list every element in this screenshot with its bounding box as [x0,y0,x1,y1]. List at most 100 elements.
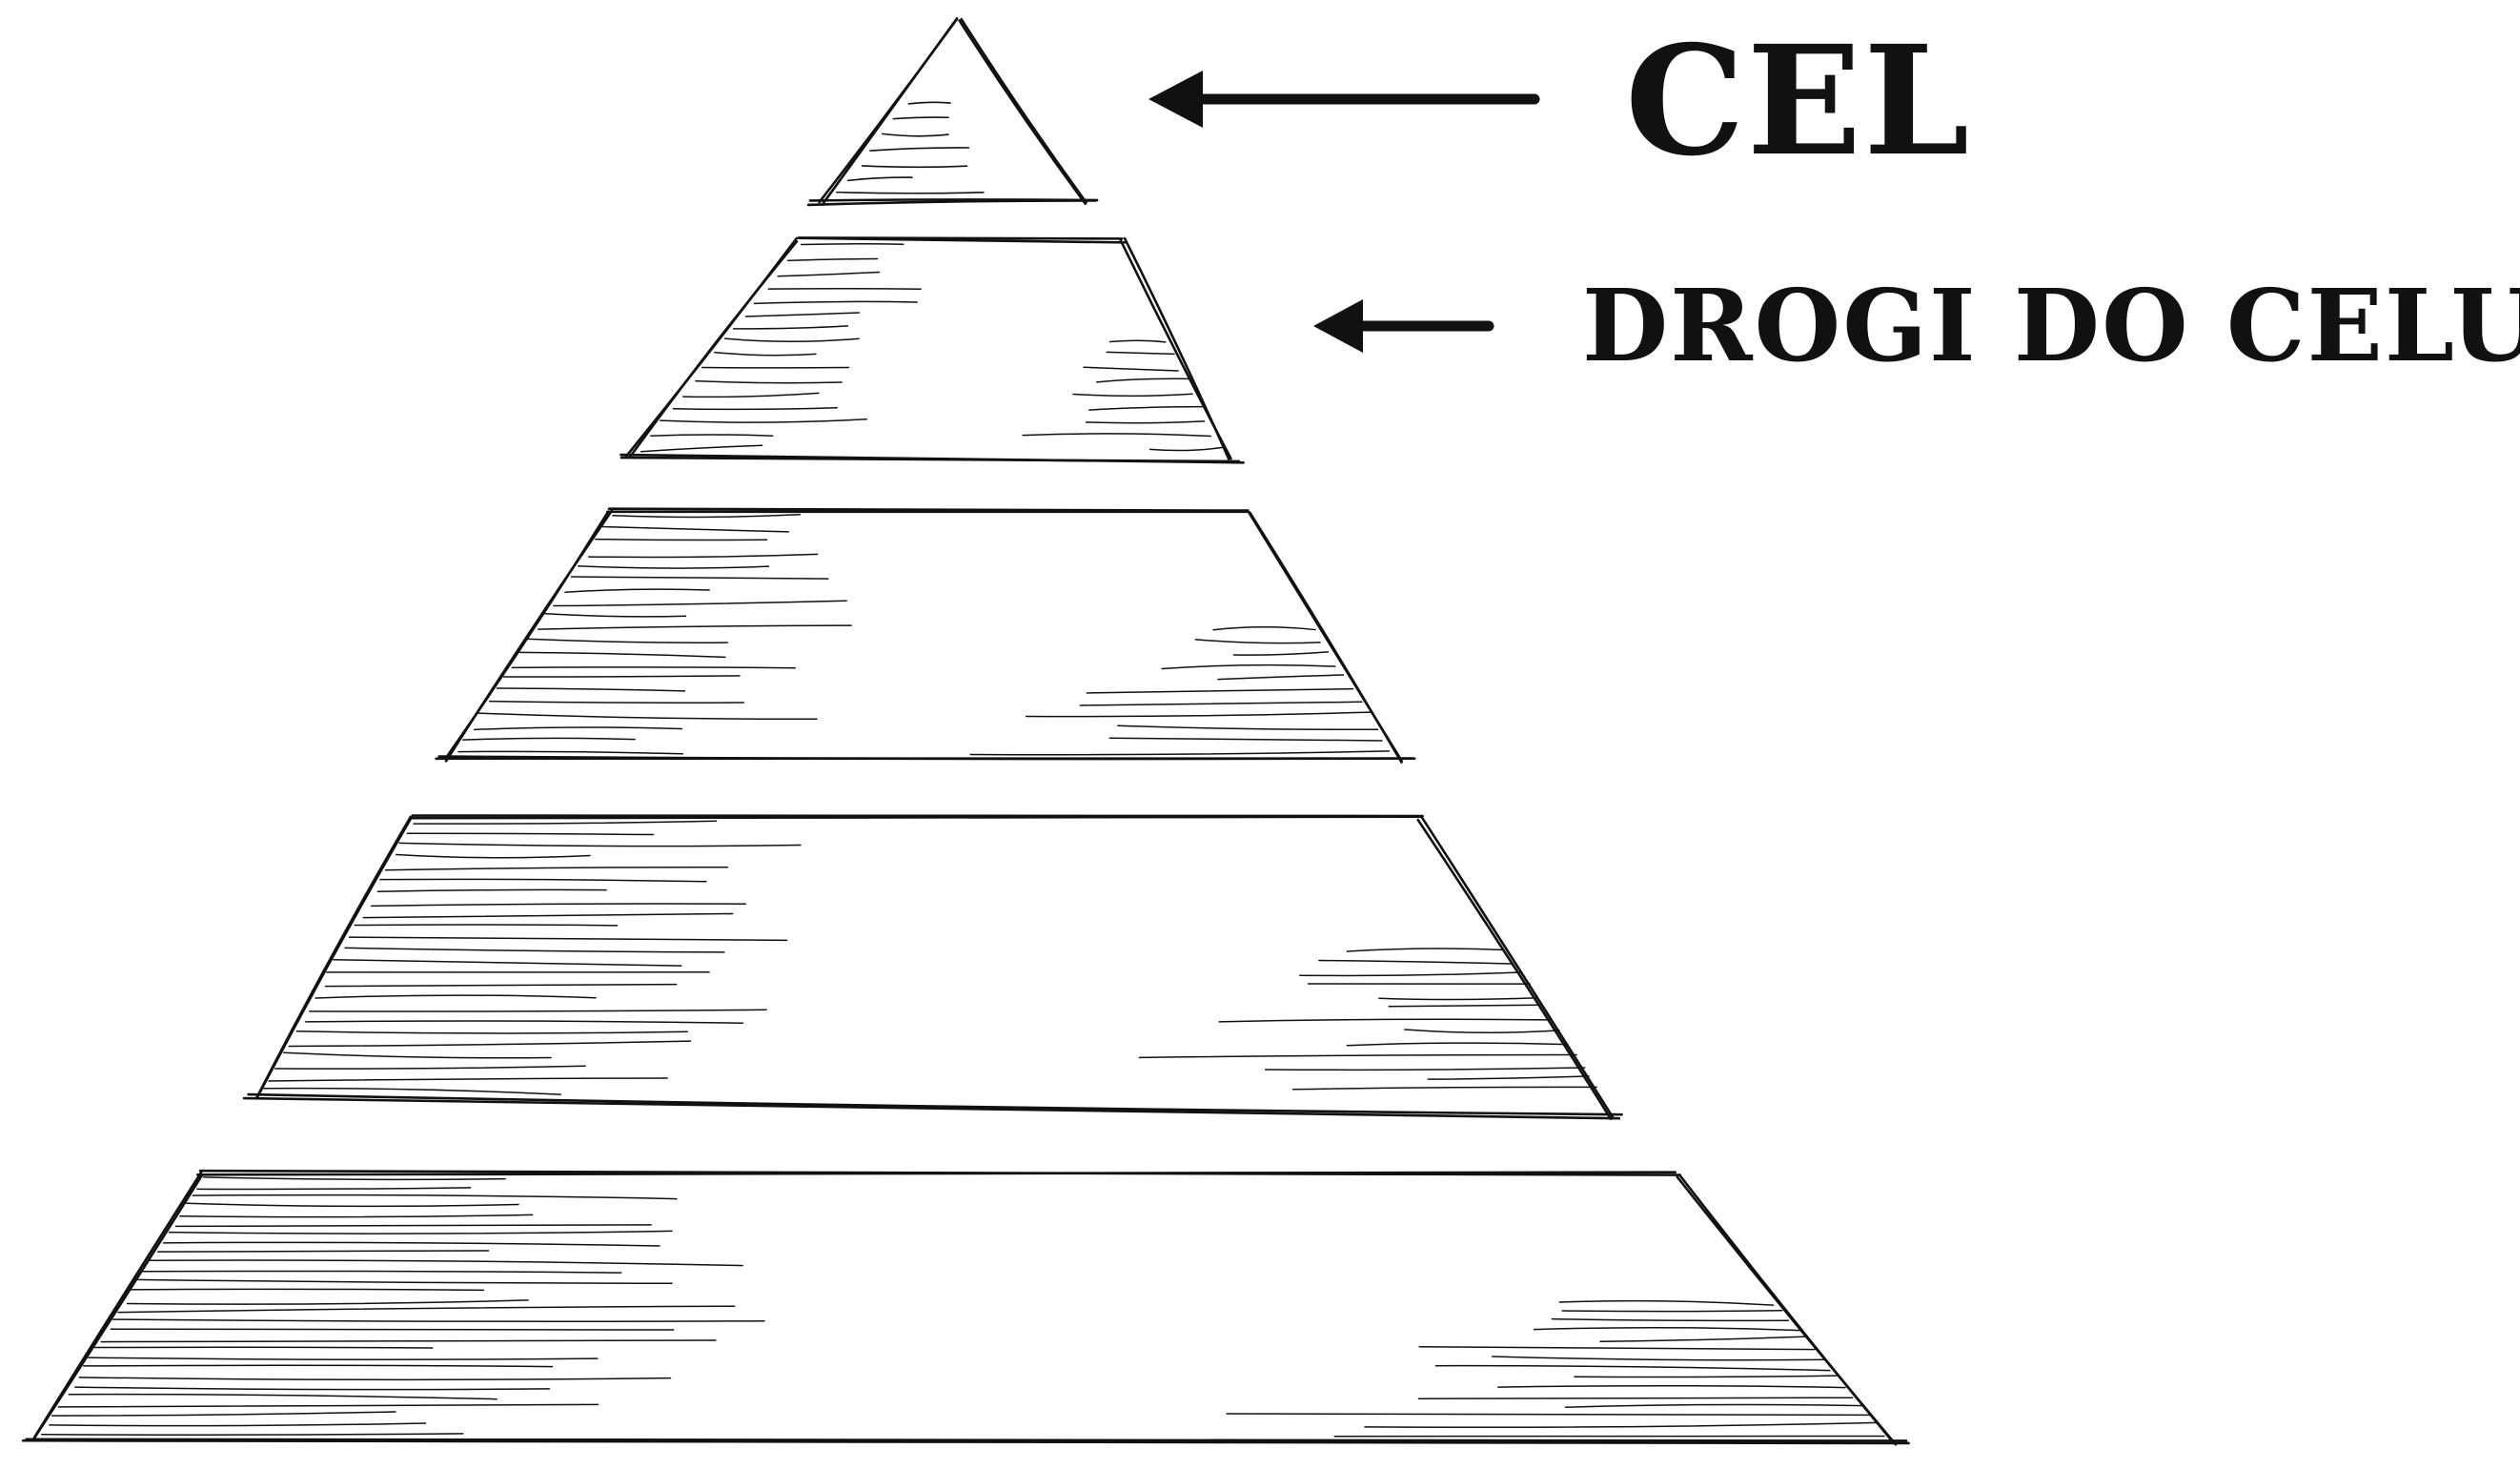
hatch-stroke [1087,689,1352,693]
hatch-stroke [334,960,681,966]
hatch-stroke [363,913,732,917]
hatch-stroke [1493,1357,1825,1360]
hatch-stroke [269,1078,667,1081]
hatch-stroke [893,117,948,119]
hatch-stroke [1559,1301,1773,1305]
hatch-stroke [683,393,819,397]
hatch-stroke [1600,1336,1806,1341]
hatch-stroke [275,1066,585,1069]
tier-bottom-edge [244,1098,1619,1118]
hatch-stroke [143,1271,621,1273]
tier-left-edge [630,241,797,457]
hatch-stroke [118,1306,735,1312]
hatch-stroke [42,1434,463,1435]
hatch-stroke [1139,1054,1576,1057]
hatch-stroke [596,540,767,541]
hatch-stroke [263,1089,560,1094]
hatch-stroke [111,1329,673,1330]
hatch-stroke [95,1347,433,1348]
hatch-stroke [1419,1347,1815,1350]
hatch-stroke [539,625,852,629]
tier-right-edge [1250,513,1401,763]
hatch-stroke [1575,1376,1837,1377]
hatch-stroke [520,652,725,657]
tier-top-edge [609,509,1248,511]
pyramid-tier-3 [437,509,1415,763]
hatch-stroke [641,445,762,451]
hatch-stroke [908,102,950,104]
hatch-stroke [1300,972,1521,975]
hatch-stroke [497,688,684,691]
hatch-stroke [870,148,968,151]
hatch-stroke [1087,421,1205,423]
hatch-stroke [1213,627,1315,630]
hatch-stroke [715,353,816,356]
hatch-stroke [1109,738,1382,741]
tier-hatching-2 [641,244,1223,452]
hatch-stroke [355,925,617,926]
hatch-stroke [1089,407,1203,410]
hatch-stroke [660,419,866,422]
hatch-stroke [1347,949,1501,951]
hatch-stroke [1097,378,1189,382]
hatch-stroke [579,566,769,568]
hatch-stroke [1118,725,1378,729]
hatch-stroke [380,879,706,881]
hatch-stroke [1084,367,1178,371]
tier-right-edge [1680,1175,1894,1443]
tier-left-edge [34,1173,201,1438]
hatch-stroke [163,1242,660,1246]
hatch-stroke [883,133,948,135]
arrow-to-second-label [1313,299,1489,353]
hatch-stroke [187,1203,518,1206]
hatch-stroke [745,313,859,316]
hatch-stroke [350,937,787,940]
tier-right-edge [1121,240,1231,459]
hatch-stroke [1218,675,1343,680]
tier-right-edge [1418,820,1611,1119]
tier-top-edge [607,512,1248,513]
hatch-stroke [386,867,728,870]
hatch-stroke [69,1395,497,1399]
hatch-stroke [673,408,837,410]
hatch-stroke [696,381,842,383]
hatch-stroke [651,435,773,436]
label-arrows [1148,71,1534,353]
hatch-stroke [75,1387,550,1390]
hatch-stroke [296,1031,687,1033]
tier-right-edge [1421,817,1613,1118]
hatch-stroke [543,614,685,617]
hatch-stroke [1562,1311,1781,1312]
hatch-stroke [1266,1068,1585,1070]
hatch-stroke [1379,998,1538,1000]
arrow-to-top-label [1148,71,1534,128]
hatch-stroke [58,1404,598,1407]
goal-label: CEL [1625,27,1971,177]
hatch-stroke [52,1412,396,1416]
hatch-stroke [158,1251,489,1252]
hatch-stroke [1405,1030,1559,1032]
hatch-stroke [571,577,827,579]
hatch-stroke [180,1214,533,1216]
tier-bottom-edge [437,759,1415,760]
hatch-stroke [113,1319,764,1321]
tier-hatching-5 [42,1177,1884,1437]
hatch-stroke [1389,1005,1540,1006]
hatch-stroke [1319,960,1512,963]
hatch-stroke [1566,1404,1865,1407]
hatch-stroke [372,904,746,906]
hatch-stroke [193,1195,677,1199]
hatch-stroke [128,1300,528,1304]
hatch-stroke [148,1260,742,1266]
hatch-stroke [396,854,590,857]
hatch-stroke [197,1188,471,1190]
hatch-stroke [289,1041,690,1046]
pyramid-tiers [23,18,1908,1444]
paths-to-goal-label: DROGI DO CELU [1582,276,2520,376]
hatch-stroke [1080,702,1362,705]
hatch-stroke [754,301,917,303]
tier-right-edge [962,19,1087,202]
hatch-stroke [1428,1076,1589,1079]
